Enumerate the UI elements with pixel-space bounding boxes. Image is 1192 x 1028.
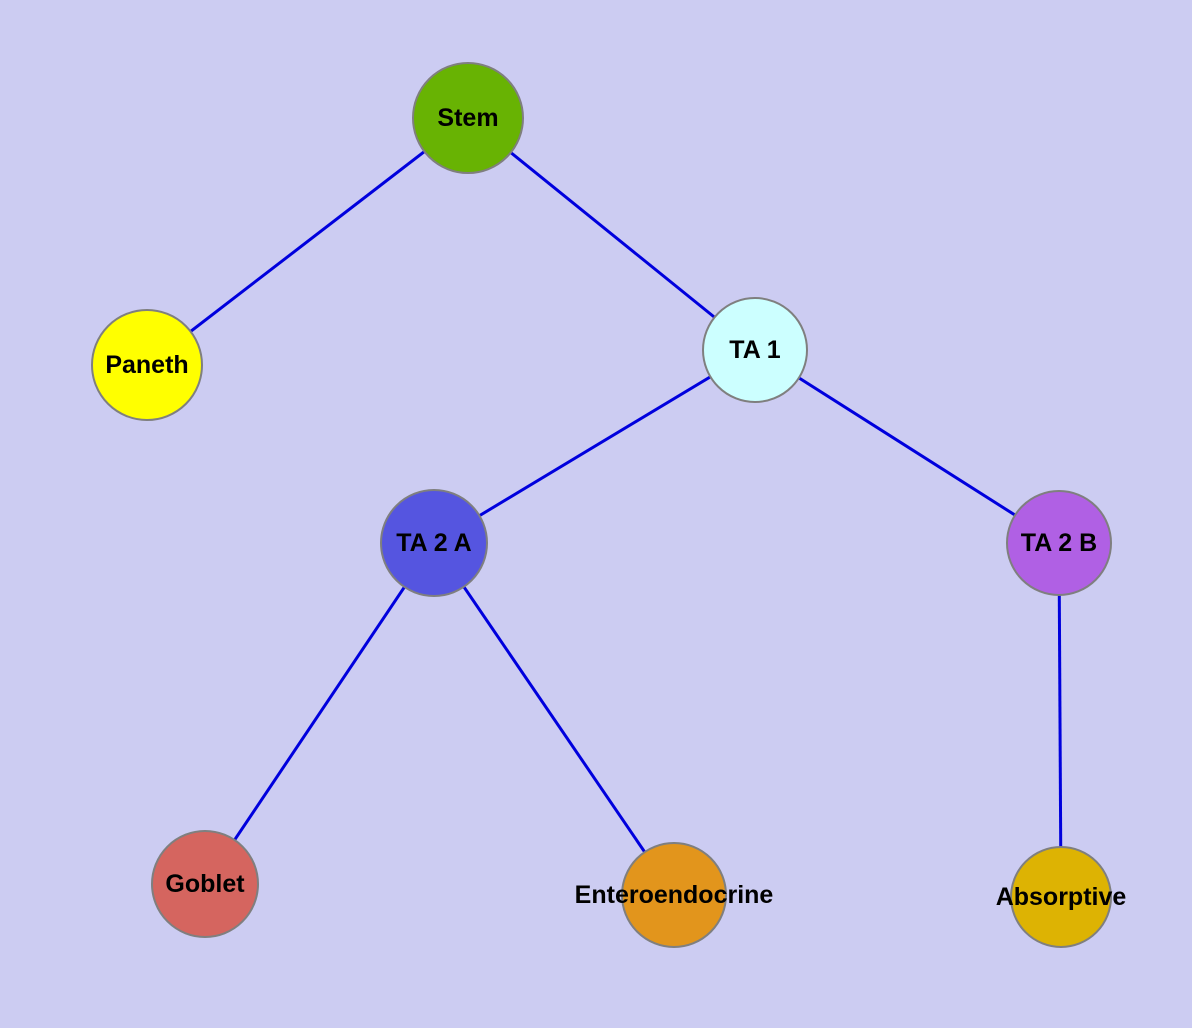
node-ta1: TA 1 — [702, 297, 808, 403]
node-ta2b: TA 2 B — [1006, 490, 1112, 596]
node-enteroendocrine: Enteroendocrine — [575, 842, 773, 948]
edge-ta1-ta2a — [433, 348, 756, 545]
node-circle-absorptive[interactable] — [1010, 846, 1112, 948]
node-circle-stem[interactable] — [412, 62, 524, 174]
node-circle-ta2a[interactable] — [380, 489, 488, 597]
node-stem: Stem — [412, 62, 524, 174]
node-circle-paneth[interactable] — [91, 309, 203, 421]
edge-ta2a-goblet — [203, 542, 436, 885]
edge-ta2a-enteroendocrine — [432, 542, 676, 896]
node-goblet: Goblet — [151, 830, 259, 938]
node-circle-ta2b[interactable] — [1006, 490, 1112, 596]
node-circle-ta1[interactable] — [702, 297, 808, 403]
node-circle-goblet[interactable] — [151, 830, 259, 938]
edge-stem-ta1 — [467, 116, 756, 352]
node-ta2a: TA 2 A — [380, 489, 488, 597]
edges-layer — [146, 116, 1063, 898]
node-paneth: Paneth — [91, 309, 203, 421]
edge-stem-paneth — [146, 116, 469, 367]
node-circle-enteroendocrine[interactable] — [621, 842, 727, 948]
edge-ta1-ta2b — [754, 348, 1060, 545]
node-absorptive: Absorptive — [996, 846, 1126, 948]
edge-ta2b-absorptive — [1057, 542, 1063, 898]
